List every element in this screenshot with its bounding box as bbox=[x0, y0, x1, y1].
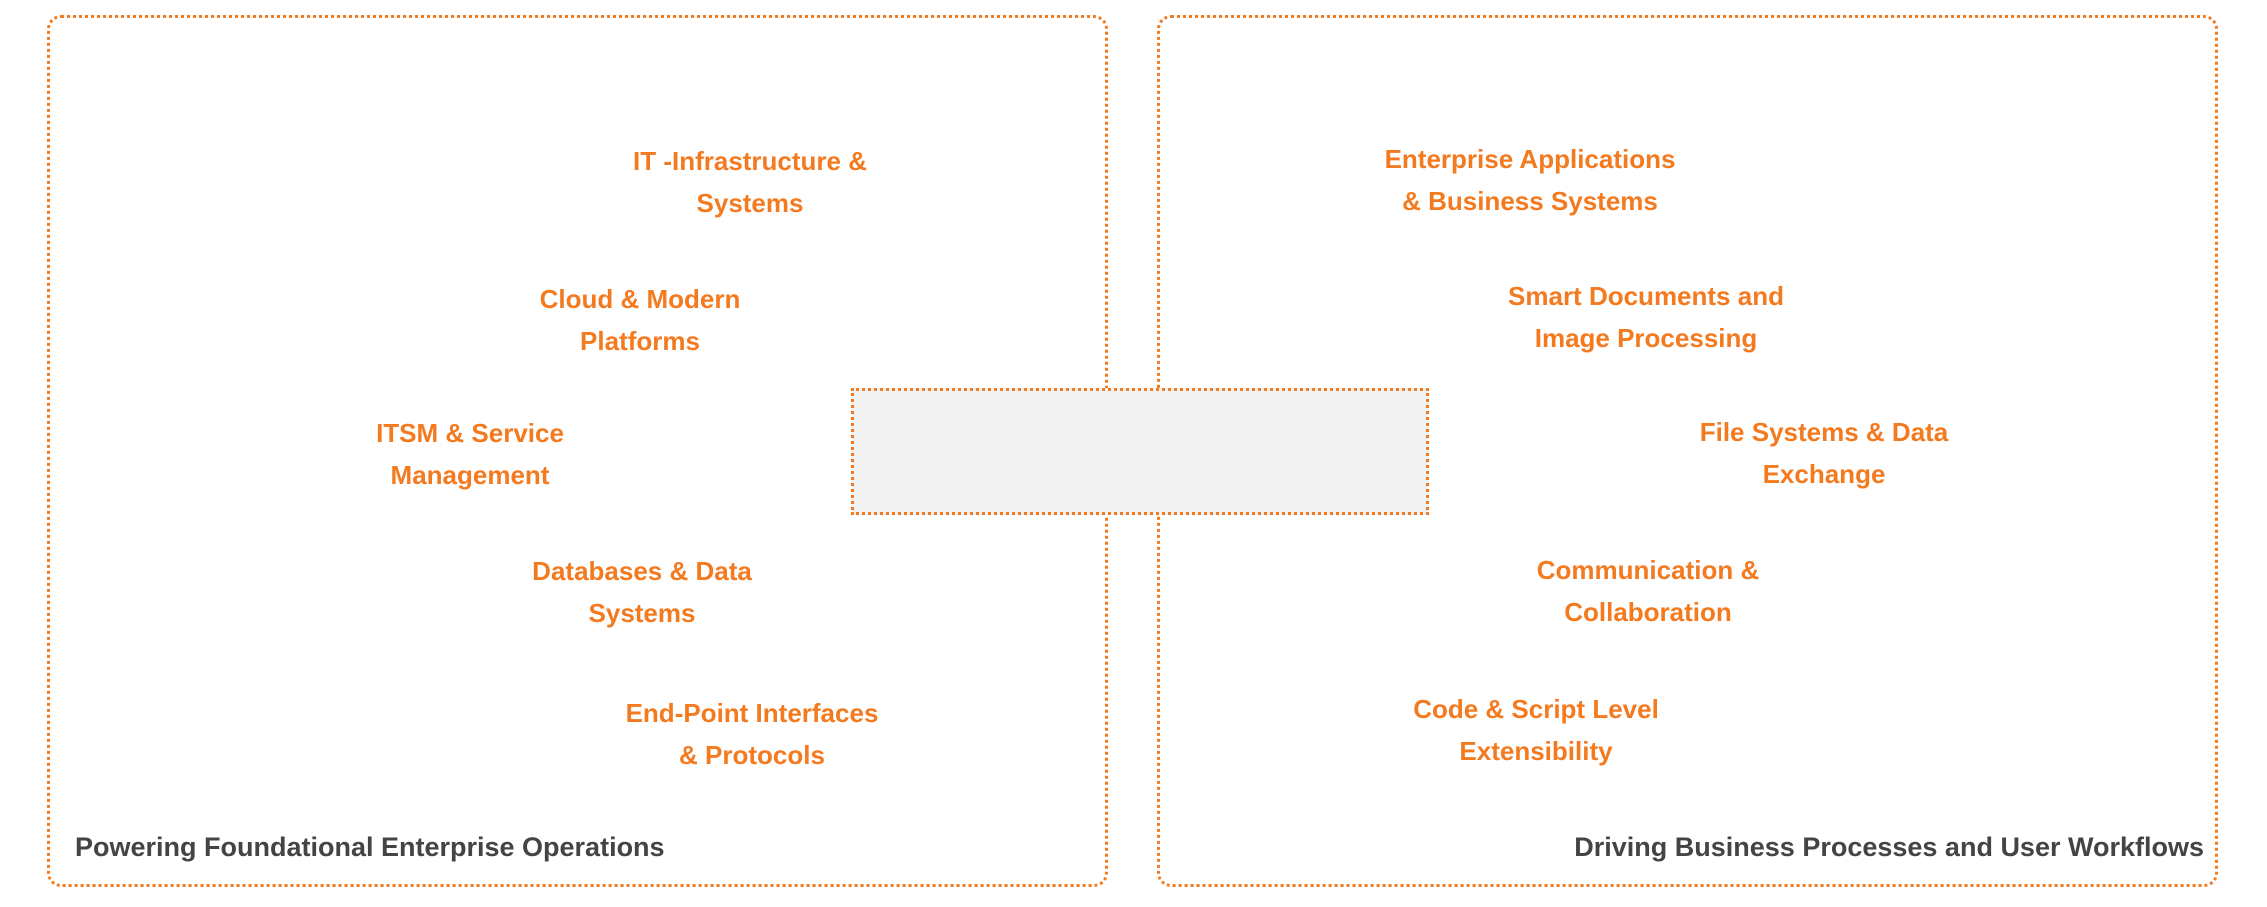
label-file-systems-data-exchange: File Systems & Data Exchange bbox=[1699, 417, 1949, 489]
label-enterprise-applications: Enterprise Applications & Business Syste… bbox=[1384, 144, 1676, 216]
label-databases-data-systems: Databases & Data Systems bbox=[532, 556, 752, 628]
right-panel-caption: Driving Business Processes and User Work… bbox=[1574, 832, 2204, 862]
label-itsm-service-management: ITSM & Service Management bbox=[376, 418, 564, 490]
label-endpoint-interfaces: End-Point Interfaces & Protocols bbox=[625, 698, 879, 770]
label-cloud-platforms: Cloud & Modern Platforms bbox=[539, 284, 741, 356]
label-it-infrastructure: IT -Infrastructure & Systems bbox=[632, 146, 868, 218]
label-code-script-extensibility: Code & Script Level Extensibility bbox=[1413, 694, 1659, 766]
label-smart-documents: Smart Documents and Image Processing bbox=[1508, 281, 1784, 353]
left-panel-caption: Powering Foundational Enterprise Operati… bbox=[75, 832, 665, 862]
center-hub-box bbox=[851, 388, 1429, 515]
label-communication-collaboration: Communication & Collaboration bbox=[1536, 555, 1760, 627]
